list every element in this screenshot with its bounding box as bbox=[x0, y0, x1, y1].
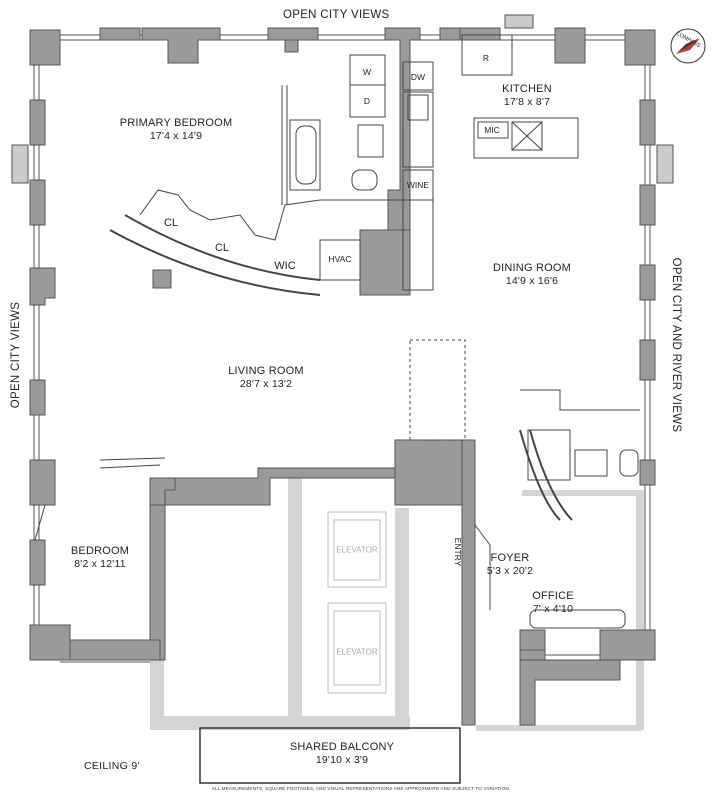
room-name: BEDROOM bbox=[70, 545, 130, 557]
fixture-wine: WINE bbox=[406, 180, 430, 190]
room-name: SHARED BALCONY bbox=[289, 741, 395, 753]
fixture-microwave: MIC bbox=[484, 125, 500, 135]
room-bedroom: BEDROOM 8'2 x 12'11 bbox=[71, 545, 129, 571]
room-dims: 8'2 x 12'11 bbox=[74, 558, 126, 570]
room-dims: 17'8 x 8'7 bbox=[503, 96, 551, 108]
compass-icon bbox=[670, 28, 706, 64]
room-name: OFFICE bbox=[532, 590, 574, 602]
walls bbox=[29, 27, 656, 726]
elevator-1: ELEVATOR bbox=[336, 545, 378, 555]
interior-lines bbox=[34, 34, 640, 629]
room-dims: 19'10 x 3'9 bbox=[315, 754, 369, 766]
room-name: DINING ROOM bbox=[493, 262, 571, 274]
hvac: HVAC bbox=[328, 254, 352, 264]
room-name: LIVING ROOM bbox=[228, 365, 304, 377]
elevators bbox=[327, 511, 387, 694]
closet-2: CL bbox=[214, 242, 230, 254]
room-dims: 17'4 x 14'9 bbox=[149, 130, 203, 142]
building-core bbox=[150, 475, 644, 731]
room-dims: 5'3 x 20'2 bbox=[486, 565, 534, 577]
room-dining-room: DINING ROOM 14'9 x 16'6 bbox=[493, 262, 571, 288]
walk-in-closet: WIC bbox=[274, 260, 296, 272]
view-label-left: OPEN CITY VIEWS bbox=[10, 301, 22, 409]
elevator-2: ELEVATOR bbox=[336, 647, 378, 657]
fixture-refrigerator: R bbox=[482, 53, 490, 63]
balcony-outline bbox=[199, 727, 461, 784]
fixture-dishwasher: DW bbox=[410, 72, 426, 82]
entry-label: ENTRY bbox=[453, 537, 463, 567]
room-name: FOYER bbox=[490, 552, 530, 564]
room-dims: 7' x 4'10 bbox=[532, 603, 574, 615]
view-label-top: OPEN CITY VIEWS bbox=[283, 9, 390, 21]
fixture-dryer: D bbox=[363, 96, 371, 106]
room-foyer: FOYER 5'3 x 20'2 bbox=[487, 552, 533, 578]
room-name: PRIMARY BEDROOM bbox=[119, 117, 233, 129]
fixture-washer: W bbox=[362, 67, 372, 77]
disclaimer: ALL MEASUREMENTS, SQUARE FOOTAGES, AND V… bbox=[211, 786, 511, 791]
room-shared-balcony: SHARED BALCONY 19'10 x 3'9 bbox=[290, 741, 394, 767]
room-kitchen: KITCHEN 17'8 x 8'7 bbox=[502, 83, 552, 109]
view-label-right: OPEN CITY AND RIVER VIEWS bbox=[670, 257, 682, 433]
room-dims: 28'7 x 13'2 bbox=[239, 378, 293, 390]
room-office: OFFICE 7' x 4'10 bbox=[532, 590, 574, 616]
ceiling-height: CEILING 9' bbox=[84, 760, 140, 772]
room-living-room: LIVING ROOM 28'7 x 13'2 bbox=[228, 365, 304, 391]
room-dims: 14'9 x 16'6 bbox=[505, 275, 559, 287]
planters bbox=[11, 14, 674, 184]
room-primary-bedroom: PRIMARY BEDROOM 17'4 x 14'9 bbox=[120, 117, 233, 143]
room-name: KITCHEN bbox=[502, 83, 552, 95]
closet-1: CL bbox=[163, 217, 179, 229]
